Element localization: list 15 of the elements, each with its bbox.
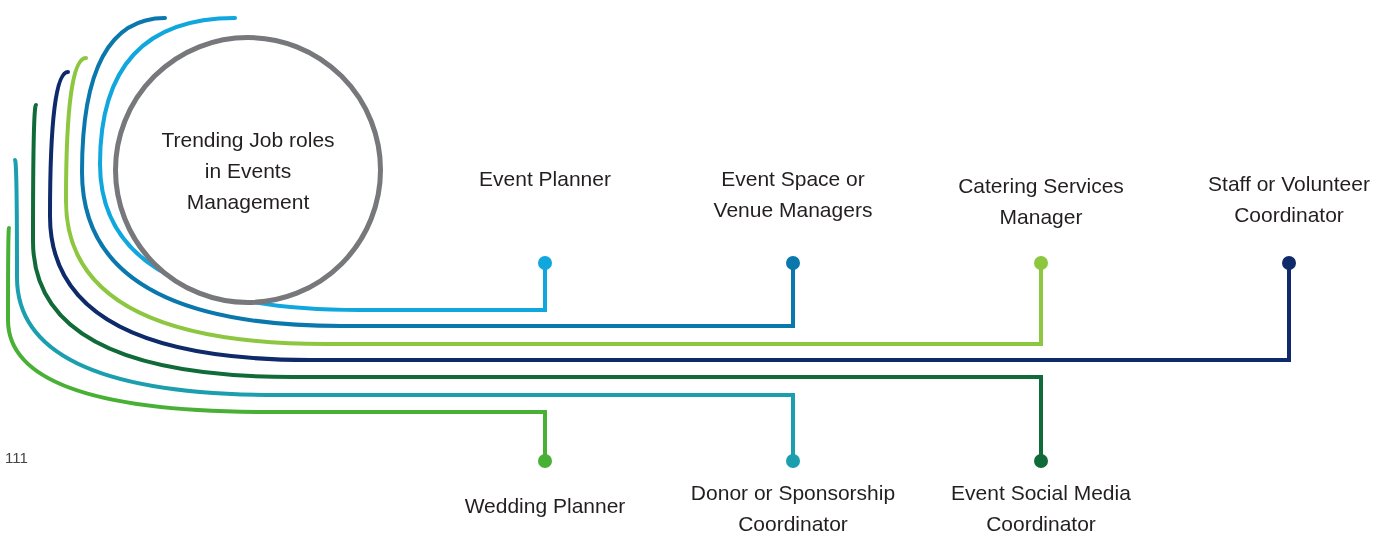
role-label: Staff or Volunteer Coordinator <box>1207 171 1371 228</box>
role-label: Donor or Sponsorship Coordinator <box>689 480 897 537</box>
role-label: Event Planner <box>479 166 611 192</box>
connector-line <box>48 70 1296 362</box>
page-number: 111 <box>5 448 28 468</box>
connector-line <box>64 56 1048 346</box>
connector-line <box>13 158 800 468</box>
title-text: Trending Job roles in Events Management <box>160 126 336 215</box>
role-label: Event Social Media Coordinator <box>950 480 1132 537</box>
role-label: Event Space or Venue Managers <box>712 166 874 223</box>
role-label: Catering Services Manager <box>957 173 1125 230</box>
connector-line <box>6 226 552 468</box>
role-label: Wedding Planner <box>464 493 626 519</box>
connector-line <box>31 103 1048 468</box>
connector-line <box>80 16 800 328</box>
